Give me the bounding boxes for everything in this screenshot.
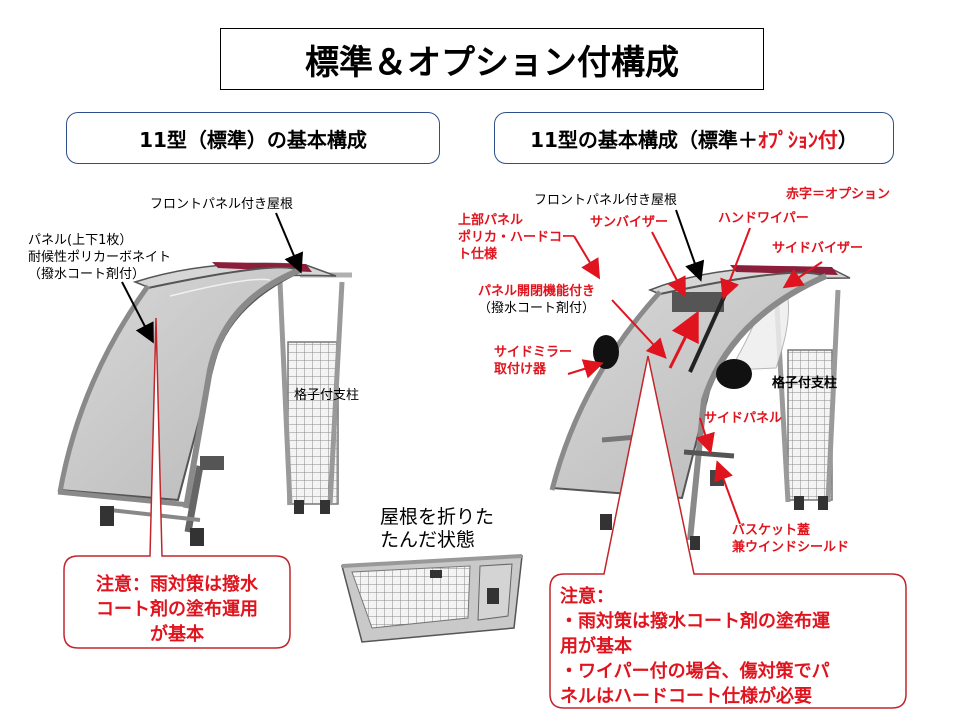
left-note-callout — [63, 317, 291, 649]
right-note-line4: ・ワイパー付の場合、傷対策でパ — [560, 661, 830, 682]
left-canopy-illustration — [57, 262, 352, 546]
folded-state-label-line2: たんだ状態 — [380, 529, 476, 551]
right-heading-option: ｵﾌﾟｼｮﾝ付 — [757, 127, 838, 152]
left-panel-label-line2: 耐候性ポリカーボネイト — [28, 250, 172, 265]
right-section-heading: 11型の基本構成（標準＋ｵﾌﾟｼｮﾝ付） — [494, 112, 894, 164]
left-panel-arrow — [121, 281, 154, 344]
right-heading-suffix: ） — [837, 127, 858, 152]
basket-cover-label-line2: 兼ウインドシールド — [732, 540, 850, 555]
right-note-text: 注意： ・雨対策は撥水コート剤の塗布運 用が基本 ・ワイパー付の場合、傷対策でパ… — [560, 584, 904, 709]
left-note-line3: が基本 — [150, 624, 204, 645]
side-mirror-right — [716, 359, 752, 389]
basket-arrow — [714, 460, 741, 525]
side-mirror-label-line1: サイドミラー — [494, 345, 573, 360]
side-mirror-label: サイドミラー 取付け器 — [494, 344, 572, 378]
folded-state-illustration — [341, 554, 523, 643]
sun-visor-arrow — [651, 231, 686, 298]
left-note-text: 注意：雨対策は撥水 コート剤の塗布運用 が基本 — [66, 572, 288, 647]
right-note-line3: 用が基本 — [560, 636, 632, 657]
right-heading-prefix: 11型の基本構成（標準＋ — [530, 127, 758, 152]
folded-state-label-line1: 屋根を折りた — [380, 506, 495, 528]
left-panel-label-line1: パネル(上下1枚） — [28, 233, 133, 248]
side-visor-arrow — [782, 261, 823, 289]
side-visor-label: サイドバイザー — [772, 241, 864, 256]
open-close-label-line1: パネル開閉機能付き — [478, 284, 596, 299]
left-lattice-post-label: 格子付支柱 — [294, 388, 360, 403]
hand-wiper-arrow — [720, 227, 751, 300]
left-section-heading: 11型（標準）の基本構成 — [66, 112, 440, 164]
open-close-arrow — [611, 299, 667, 359]
left-roof-label: フロントパネル付き屋根 — [150, 197, 294, 212]
right-roof-label: フロントパネル付き屋根 — [534, 193, 678, 208]
right-note-line5: ネルはハードコート仕様が必要 — [560, 686, 812, 707]
left-front-panel — [58, 266, 302, 502]
upper-panel-label-line3: ト仕様 — [458, 247, 498, 262]
sun-visor — [672, 292, 724, 312]
sun-visor-label: サンバイザー — [590, 215, 669, 230]
upper-panel-label-line1: 上部パネル — [458, 213, 524, 228]
open-close-double-arrow — [668, 310, 699, 369]
left-roof-arrow — [275, 212, 304, 274]
right-note-line2: ・雨対策は撥水コート剤の塗布運 — [560, 611, 830, 632]
right-canopy-illustration — [549, 265, 851, 550]
open-close-label-line2: （撥水コート剤付） — [478, 301, 596, 316]
side-mirror-left — [593, 335, 619, 369]
hand-wiper-label: ハンドワイパー — [718, 211, 809, 226]
side-mirror-label-line2: 取付け器 — [494, 362, 547, 377]
basket-cover-label: バスケット蓋 兼ウインドシールド — [732, 522, 849, 556]
left-note-line2: コート剤の塗布運用 — [96, 599, 258, 620]
side-panel-label: サイドパネル — [704, 411, 783, 426]
left-note-line1: 注意：雨対策は撥水 — [96, 574, 258, 595]
folded-state-label: 屋根を折りた たんだ状態 — [380, 506, 494, 552]
option-legend: 赤字＝オプション — [786, 187, 891, 202]
right-lattice-post — [787, 349, 833, 501]
side-mirror-arrow — [567, 359, 604, 379]
left-panel-label: パネル(上下1枚） 耐候性ポリカーボネイト （撥水コート剤付） — [28, 232, 171, 283]
upper-panel-label: 上部パネル ポリカ・ハードコー ト仕様 — [458, 212, 575, 263]
right-note-callout — [549, 355, 907, 709]
right-note-line1: 注意： — [560, 586, 614, 607]
page-title: 標準＆オプション付構成 — [220, 28, 764, 90]
upper-panel-arrow — [573, 235, 601, 280]
basket-cover-label-line1: バスケット蓋 — [732, 523, 811, 538]
side-panel-arrow — [695, 417, 715, 454]
open-close-label: パネル開閉機能付き （撥水コート剤付） — [478, 283, 595, 317]
right-roof-arrow — [675, 209, 705, 282]
right-lattice-post-label: 格子付支柱 — [772, 376, 838, 391]
left-panel-label-line3: （撥水コート剤付） — [28, 267, 146, 282]
basket-cover-bar — [683, 449, 735, 459]
hand-wiper — [688, 287, 730, 373]
upper-panel-label-line2: ポリカ・ハードコー — [458, 230, 576, 245]
